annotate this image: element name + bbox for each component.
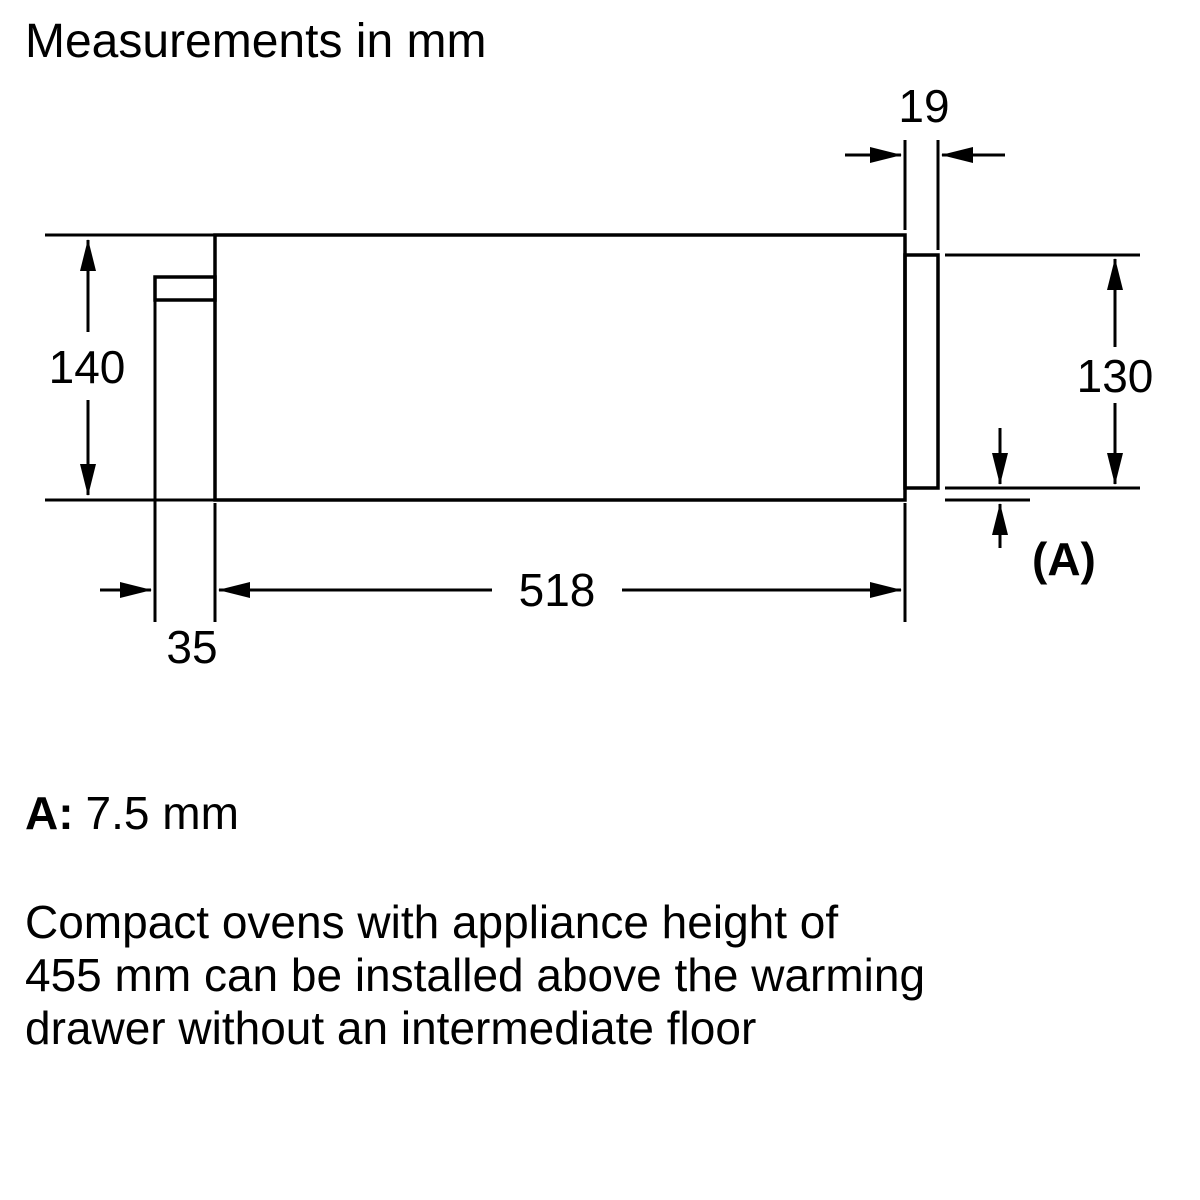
dim-label-518: 518 xyxy=(519,564,596,616)
extension-lines xyxy=(45,140,1140,622)
legend-a-value: A:7.5 mm xyxy=(25,786,239,840)
note-line-2: 455 mm can be installed above the warmin… xyxy=(25,949,926,1001)
page-title: Measurements in mm xyxy=(25,15,487,68)
note-line-1: Compact ovens with appliance height of xyxy=(25,896,839,948)
dimension-diagram: 140 19 130 518 35 (A) xyxy=(45,80,1154,673)
dim-label-130: 130 xyxy=(1077,350,1154,402)
dim-label-35: 35 xyxy=(166,621,217,673)
dim-label-gap-A: (A) xyxy=(1032,533,1096,585)
front-panel xyxy=(903,253,940,490)
note-line-3: drawer without an intermediate floor xyxy=(25,1002,757,1054)
legend-a-label: A: xyxy=(25,787,74,839)
legend-a-measure: 7.5 mm xyxy=(85,787,239,839)
handle xyxy=(153,275,217,302)
dim-label-19: 19 xyxy=(898,80,949,132)
dimension-arrows xyxy=(80,147,1123,598)
installation-note: Compact ovens with appliance height of 4… xyxy=(25,896,1175,1055)
appliance-body xyxy=(213,233,907,502)
dim-label-140: 140 xyxy=(49,341,126,393)
appliance-outline xyxy=(153,233,940,502)
